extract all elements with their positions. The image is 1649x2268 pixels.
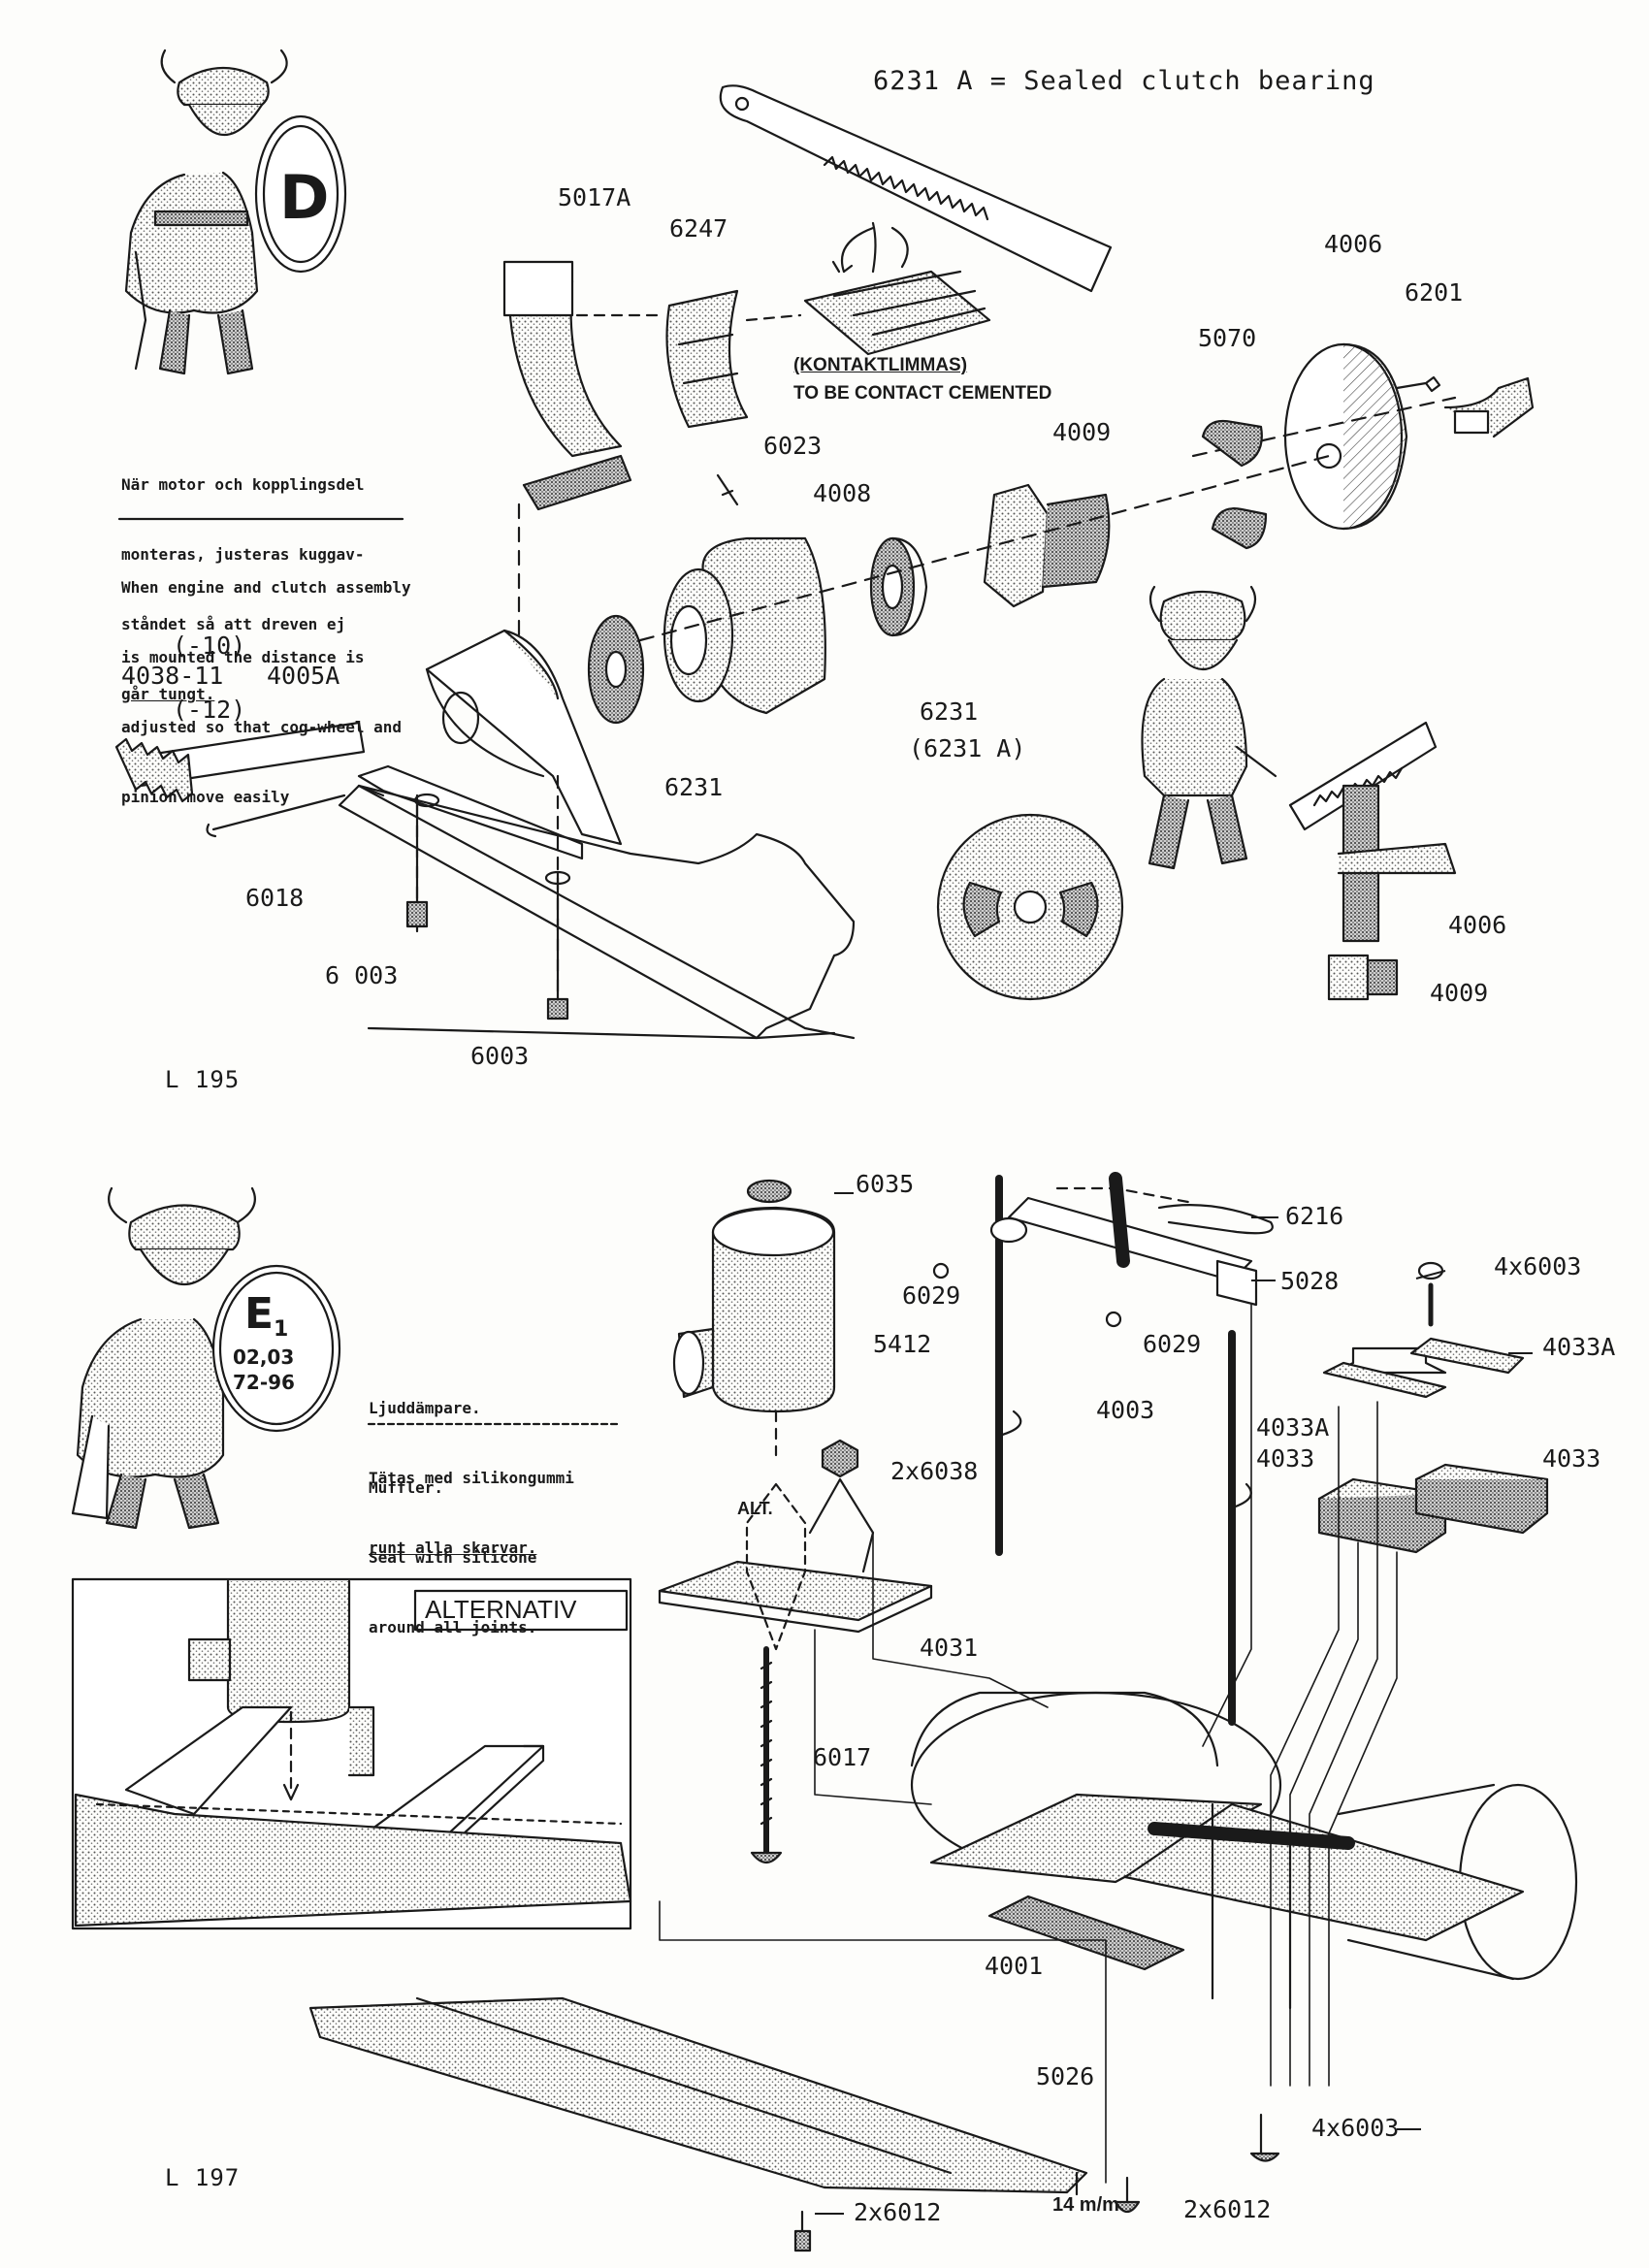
label-5017A: 5017A	[558, 183, 631, 211]
label-6201: 6201	[1405, 278, 1464, 307]
label-6029-left: 6029	[902, 1281, 961, 1310]
label-minus-12: (-12)	[173, 696, 246, 724]
top-note-sv-line: monteras, justeras kuggav-	[121, 545, 365, 564]
dimension-14mm: 14 m/m	[1052, 2194, 1119, 2216]
clutch-shoe-parts	[502, 260, 802, 681]
label-4033-right: 4033	[1542, 1444, 1601, 1473]
viking-e1-illustration	[71, 1186, 341, 1530]
shield-badge-e: E	[244, 1289, 275, 1339]
label-6231A: (6231 A)	[909, 734, 1026, 762]
assembly-leader-lines	[659, 1304, 1398, 2184]
label-6003-lower: 6003	[470, 1042, 530, 1070]
shield-badge-e-sub: 1	[274, 1317, 289, 1342]
label-4008: 4008	[813, 479, 872, 507]
alternativ-inset	[71, 1577, 632, 1930]
shield-badge-line1: 02,03	[233, 1345, 295, 1369]
label-4005A: 4005A	[267, 662, 340, 690]
label-4033A-left: 4033A	[1256, 1413, 1330, 1442]
label-2x6012-right: 2x6012	[1183, 2195, 1272, 2223]
label-6035: 6035	[856, 1170, 915, 1198]
label-6017: 6017	[813, 1743, 872, 1771]
label-4x6003-top: 4x6003	[1494, 1252, 1582, 1280]
label-6003-upper: 6 003	[325, 961, 399, 989]
label-6029-right: 6029	[1143, 1330, 1202, 1358]
clutch-clips	[1201, 419, 1268, 550]
viking-saw-illustration	[1141, 585, 1457, 1001]
clutch-drum-assembly	[587, 454, 1331, 725]
flywheel-part	[1191, 342, 1535, 531]
base-plate-part	[308, 1996, 1280, 2252]
label-4006-detail: 4006	[1448, 911, 1507, 939]
label-5028: 5028	[1280, 1267, 1340, 1295]
top-note-sv-line: går tungt.	[121, 685, 215, 703]
spacer-blocks	[1317, 1261, 1549, 1554]
top-note-en-line: is mounted the distance is	[121, 648, 365, 666]
label-minus-10: (-10)	[173, 632, 246, 660]
label-6231-left: 6231	[664, 773, 724, 801]
chassis-assembly	[910, 1691, 1578, 2010]
label-4031: 4031	[920, 1634, 979, 1662]
top-note-swedish: När motor och kopplingsdel monteras, jus…	[121, 427, 364, 729]
muffler-part	[672, 1179, 836, 1457]
label-6247: 6247	[669, 214, 728, 243]
top-note-en-line: When engine and clutch assembly	[121, 578, 411, 597]
alternativ-title: ALTERNATIV	[425, 1595, 577, 1624]
bottom-note-en-line: Muffler.	[369, 1478, 444, 1497]
label-4033A-right: 4033A	[1542, 1333, 1616, 1361]
bottom-note-en-line: Seal with silicone	[369, 1548, 537, 1567]
label-4038-11: 4038-11	[121, 662, 224, 690]
label-4003: 4003	[1096, 1396, 1155, 1424]
shield-badge-line2: 72-96	[233, 1371, 295, 1394]
shield-badge-d: D	[279, 162, 330, 233]
header-note: 6231 A = Sealed clutch bearing	[873, 66, 1375, 96]
saw-illustration	[719, 84, 1113, 356]
label-5412: 5412	[873, 1330, 932, 1358]
clutch-disc-detail	[936, 813, 1124, 1001]
label-4006: 4006	[1324, 230, 1383, 258]
cement-note-swedish: (KONTAKTLIMMAS)	[793, 355, 968, 375]
axle-rods-parts	[932, 1172, 1274, 1726]
label-6216: 6216	[1285, 1202, 1344, 1230]
label-2x6038: 2x6038	[890, 1457, 979, 1485]
bottom-note-english: Muffler. Seal with silicone around all j…	[369, 1430, 536, 1663]
label-6231-right: 6231	[920, 697, 979, 726]
bottom-note-sv-line: Ljuddämpare.	[369, 1399, 481, 1417]
label-6023: 6023	[763, 432, 823, 460]
label-4001: 4001	[985, 1952, 1044, 1980]
top-note-english: When engine and clutch assembly is mount…	[121, 530, 411, 832]
bottom-note-sv-line: Tätas med silikongummi	[369, 1469, 574, 1487]
top-note-en-line: pinion move easily	[121, 788, 290, 806]
page-label-l195: L 195	[165, 1066, 241, 1093]
label-6018: 6018	[245, 884, 305, 912]
label-4x6003-bottom: 4x6003	[1311, 2114, 1400, 2142]
engine-mount-assembly	[114, 629, 856, 1040]
top-note-sv-line: ståndet så att dreven ej	[121, 615, 346, 633]
label-5070: 5070	[1198, 324, 1257, 352]
cement-note-english: TO BE CONTACT CEMENTED	[793, 383, 1052, 404]
muffler-mount-parts	[658, 1439, 933, 1864]
label-2x6012-left: 2x6012	[854, 2198, 942, 2226]
label-5026: 5026	[1036, 2062, 1095, 2090]
page-label-l197: L 197	[165, 2164, 241, 2191]
bottom-note-swedish: Ljuddämpare. Tätas med silikongummi runt…	[369, 1350, 574, 1583]
label-4033-left: 4033	[1256, 1444, 1315, 1473]
viking-d-illustration	[124, 49, 347, 375]
top-note-en-line: adjusted so that cog-wheel and	[121, 718, 402, 736]
top-note-sv-line: När motor och kopplingsdel	[121, 475, 365, 494]
bottom-note-sv-line: runt alla skarvar.	[369, 1539, 537, 1557]
bottom-note-en-line: around all joints.	[369, 1618, 537, 1636]
label-4009: 4009	[1052, 418, 1112, 446]
alt-label: ALT.	[737, 1499, 773, 1518]
label-4009-detail: 4009	[1430, 979, 1489, 1007]
